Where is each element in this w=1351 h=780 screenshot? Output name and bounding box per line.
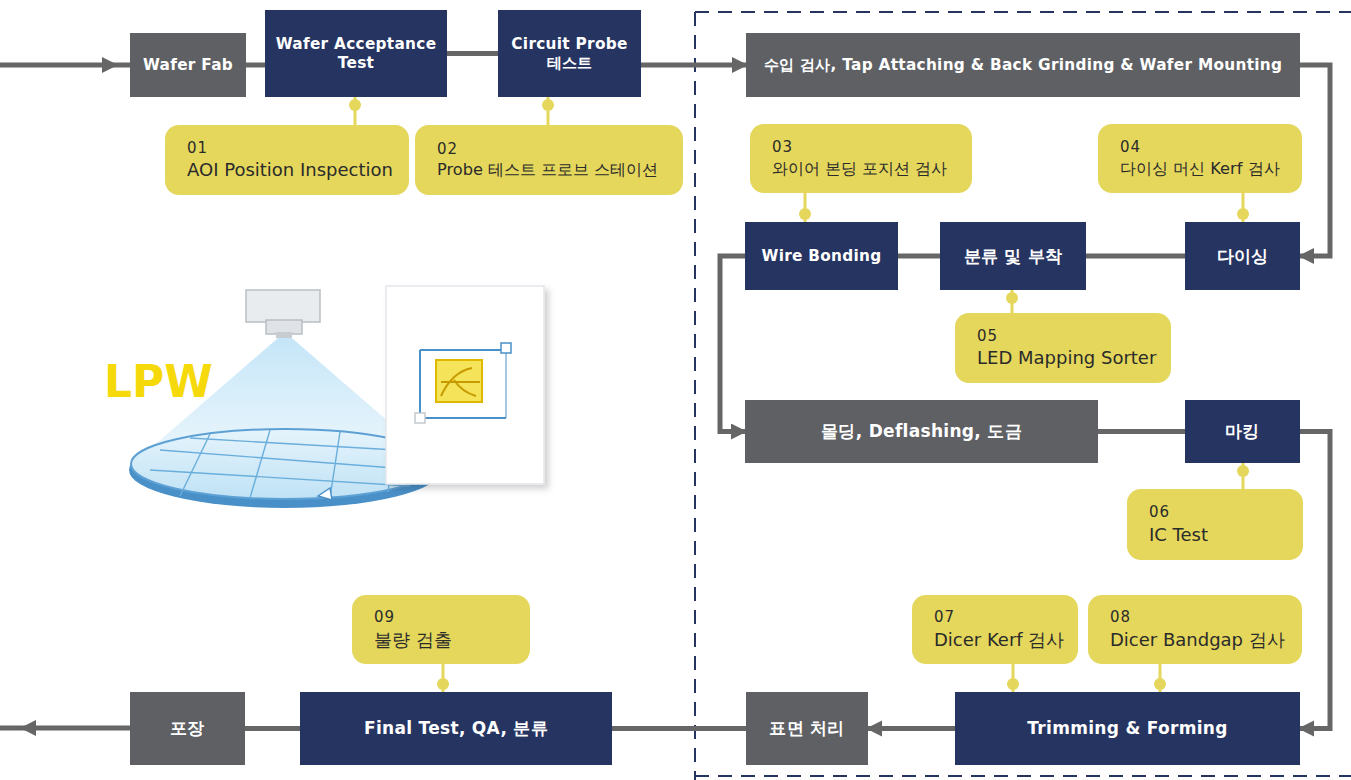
callout-box: 01AOI Position Inspection [165,125,409,195]
callout-text: Dicer Kerf 검사 [934,628,1064,651]
callout-box: 04다이싱 머신 Kerf 검사 [1098,124,1302,193]
process-box: 몰딩, Deflashing, 도금 [745,400,1098,463]
process-label: 마킹 [1225,421,1260,441]
leader-dot [1006,292,1018,304]
flow-connector [1086,254,1185,259]
process-box: Wafer Fab [130,33,246,97]
flow-connector [246,63,265,68]
flow-connector [720,256,745,432]
process-box: 마킹 [1185,400,1300,463]
process-label: Circuit Probe 테스트 [508,35,631,72]
flow-connector [1098,429,1185,434]
leader-dot [542,99,554,111]
callout-number: 07 [934,608,955,628]
leader-dot [1007,678,1019,690]
process-label: 수입 검사, Tap Attaching & Back Grinding & W… [764,56,1283,74]
process-box: 표면 처리 [746,692,868,765]
callout-text: IC Test [1149,523,1208,546]
leader-dot [799,208,811,220]
callout-text: 불량 검출 [374,628,452,651]
callout-text: Dicer Bandgap 검사 [1110,628,1285,651]
process-label: Trimming & Forming [1027,718,1227,738]
callout-box: 05LED Mapping Sorter [955,313,1171,383]
callout-box: 06IC Test [1127,489,1303,560]
callout-box: 03와이어 본딩 포지션 검사 [750,124,972,193]
flow-connector [868,726,955,731]
process-label: 다이싱 [1217,246,1269,266]
callout-text: Probe 테스트 프로브 스테이션 [437,159,658,180]
leader-dot [1237,208,1249,220]
leader-dot [349,99,361,111]
region-border [695,12,1351,780]
process-box: Trimming & Forming [955,692,1300,765]
callout-text: 와이어 본딩 포지션 검사 [772,158,947,179]
process-box: 분류 및 부착 [940,222,1086,290]
flow-connector [447,51,498,56]
callout-box: 07Dicer Kerf 검사 [912,595,1078,664]
process-label: 표면 처리 [769,718,844,738]
flow-connector [245,726,300,731]
process-box: 수입 검사, Tap Attaching & Back Grinding & W… [746,33,1300,97]
callout-text: 다이싱 머신 Kerf 검사 [1120,158,1280,179]
process-box: Final Test, QA, 분류 [300,692,612,765]
leader-dot [1154,678,1166,690]
callout-number: 01 [187,139,208,159]
callout-box: 08Dicer Bandgap 검사 [1088,595,1302,664]
flow-connector [1300,432,1330,729]
brand-label: LPW [104,356,213,407]
callout-number: 03 [772,138,793,158]
process-box: 다이싱 [1185,222,1300,290]
callout-number: 06 [1149,503,1170,523]
callout-text: LED Mapping Sorter [977,346,1156,369]
process-box: Circuit Probe 테스트 [498,10,641,97]
callout-number: 02 [437,140,458,160]
callout-number: 04 [1120,138,1141,158]
leader-dot [437,678,449,690]
process-label: 포장 [170,718,205,738]
flow-connector [612,726,746,731]
callout-number: 09 [374,608,395,628]
process-box: 포장 [130,692,245,765]
flow-connector [1300,65,1330,256]
flow-connector [641,63,746,68]
process-label: 몰딩, Deflashing, 도금 [821,421,1022,441]
callout-box: 02Probe 테스트 프로브 스테이션 [415,125,683,195]
callout-number: 05 [977,327,998,347]
callout-number: 08 [1110,608,1131,628]
leader-dot [1237,465,1249,477]
process-label: Wire Bonding [761,247,881,265]
process-box: Wire Bonding [745,222,898,290]
callout-text: AOI Position Inspection [187,158,393,181]
process-box: Wafer Acceptance Test [265,10,447,97]
process-label: Final Test, QA, 분류 [364,718,548,738]
process-label: Wafer Fab [143,56,233,74]
process-label: Wafer Acceptance Test [275,35,437,72]
screen-panel [386,286,544,484]
process-label: 분류 및 부착 [964,246,1063,266]
callout-box: 09불량 검출 [352,595,530,664]
flow-connector [898,254,940,259]
